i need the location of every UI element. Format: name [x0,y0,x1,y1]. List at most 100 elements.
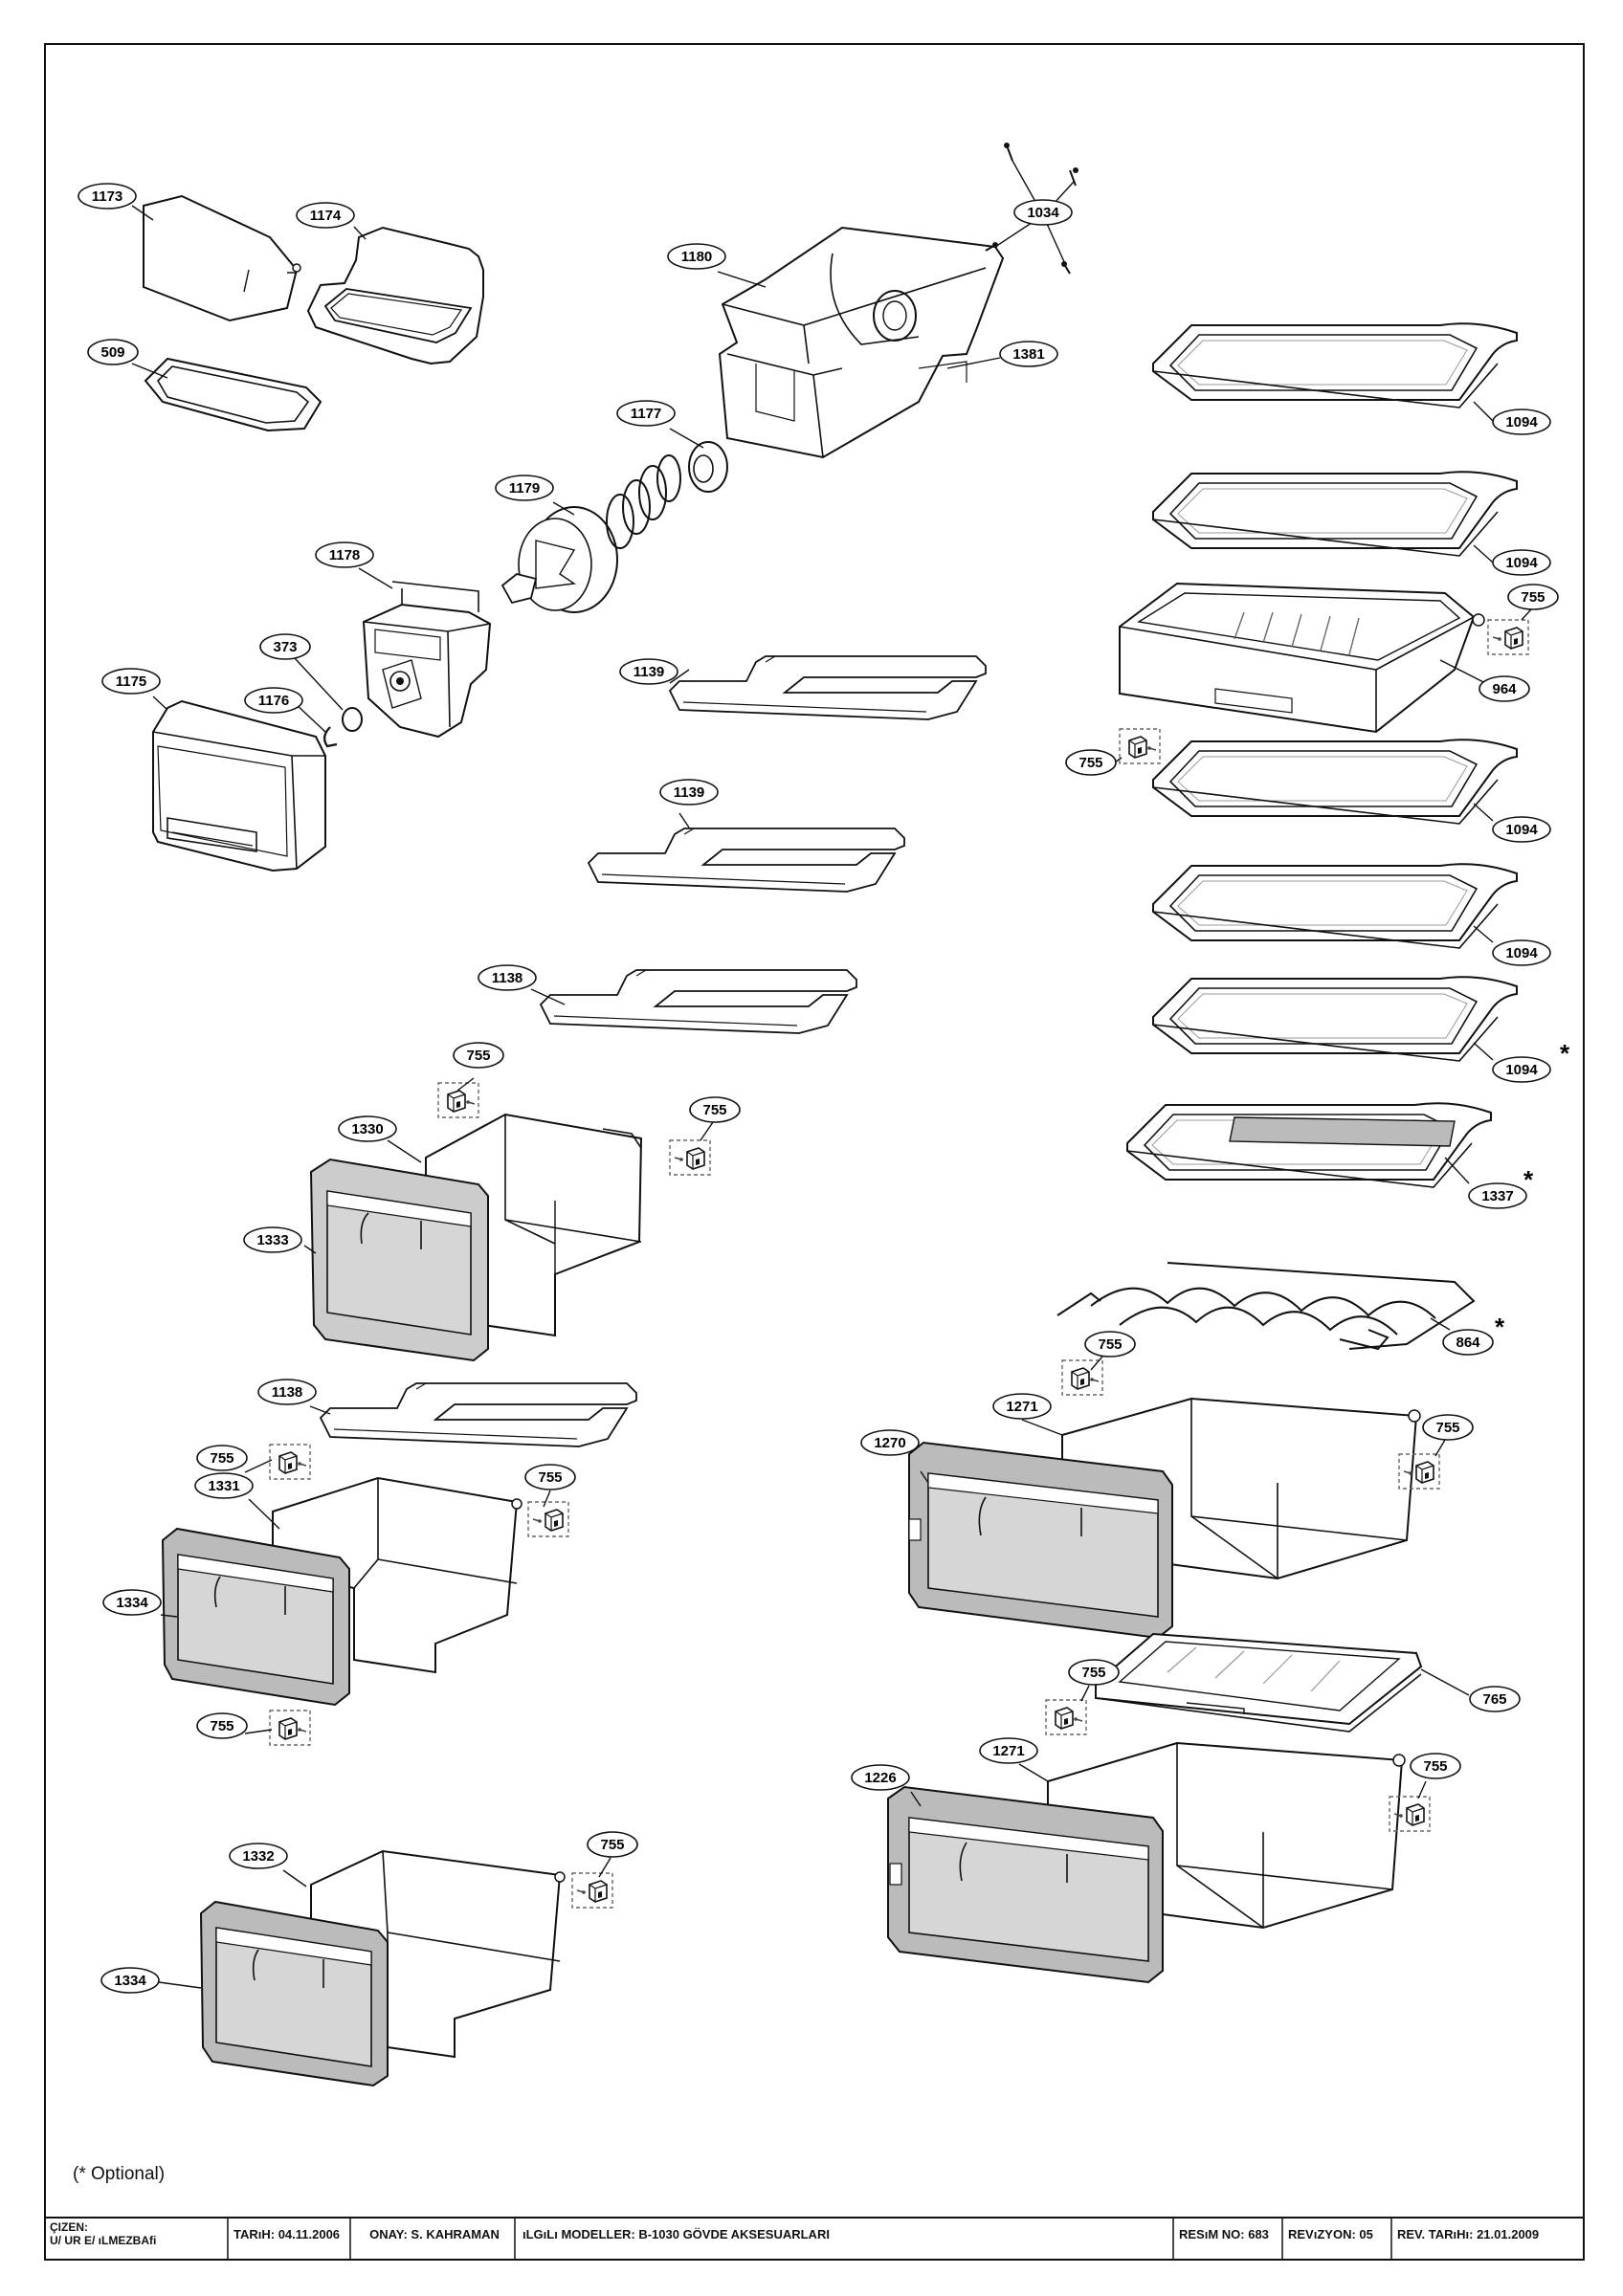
part-1094-glass-shelf-2 [1152,471,1518,557]
svg-text:1094: 1094 [1505,945,1538,961]
svg-text:1173: 1173 [92,188,123,205]
drawn-by-name: U/ UR E/ ıLMEZBAfi [50,2234,157,2247]
part-1138-door-shelf-lower [320,1382,637,1447]
drawn-by-label: ÇIZEN: [50,2220,88,2234]
title-block-approved: ONAY: S. KAHRAMAN [369,2226,500,2241]
callout-1094-c: 1094 [1492,816,1551,843]
callout-1270: 1270 [860,1429,920,1456]
part-1138-door-shelf-upper [540,969,857,1034]
callout-1138-lower: 1138 [257,1379,317,1405]
svg-text:1094: 1094 [1505,1062,1538,1078]
svg-text:755: 755 [1435,1420,1459,1436]
part-755-clip-k [1045,1699,1087,1735]
title-block-revision: REVıZYON: 05 [1288,2226,1373,2241]
callout-1180: 1180 [667,243,726,270]
svg-text:1094: 1094 [1505,822,1538,838]
callout-1178: 1178 [315,541,374,568]
svg-text:755: 755 [1098,1336,1122,1353]
callout-1175: 1175 [101,668,161,695]
part-1173-cover [143,194,301,322]
title-block-revision-date: REV. TARıHı: 21.01.2009 [1397,2226,1540,2241]
callout-1139-upper: 1139 [619,658,678,685]
svg-text:1138: 1138 [272,1384,303,1401]
svg-text:1180: 1180 [681,249,713,265]
title-block-drawn-by: ÇIZEN: U/ UR E/ ıLMEZBAfi [50,2218,224,2250]
svg-text:1332: 1332 [242,1848,274,1865]
part-755-clip-e [269,1710,311,1746]
part-509-gasket [144,357,322,432]
callout-1138-upper: 1138 [478,964,537,991]
callout-373: 373 [259,633,311,660]
callout-864: 864 * [1442,1313,1505,1356]
svg-text:755: 755 [1423,1758,1447,1775]
callout-755-i: 755 [1084,1331,1136,1358]
part-373-ring [342,707,363,732]
part-765-drawer-cover [1095,1632,1423,1733]
part-755-clip-a [437,1082,479,1118]
title-block-drawing-no: RESıM NO: 683 [1179,2226,1269,2241]
svg-text:755: 755 [466,1048,490,1064]
callout-1226: 1226 [851,1764,910,1791]
callout-755-e: 755 [196,1712,248,1739]
svg-text:1176: 1176 [258,693,290,709]
svg-text:755: 755 [702,1102,726,1118]
callout-1331: 1331 [194,1472,254,1499]
svg-text:1177: 1177 [631,406,662,422]
part-1334-bin-front-lower [199,1900,389,2087]
part-1178-housing [362,581,492,739]
svg-text:1333: 1333 [256,1232,288,1248]
svg-text:864: 864 [1456,1335,1480,1351]
svg-text:509: 509 [100,344,124,361]
part-1226-drawer-front [887,1785,1164,1984]
svg-text:1337: 1337 [1481,1188,1513,1204]
callout-1271-lower: 1271 [979,1737,1038,1764]
callout-964: 964 [1478,675,1530,702]
callout-1034: 1034 [1013,199,1073,226]
callout-755-d: 755 [524,1464,576,1490]
part-1333-bin-front [309,1158,489,1362]
part-1139-door-shelf-upper [669,655,987,720]
callout-1174: 1174 [296,202,355,229]
callout-1330: 1330 [338,1115,397,1142]
callout-1333: 1333 [243,1226,302,1253]
part-1270-drawer-front [908,1441,1173,1640]
svg-text:1270: 1270 [874,1435,905,1451]
svg-text:1271: 1271 [1006,1399,1037,1415]
svg-text:1139: 1139 [674,784,705,801]
callout-755-h: 755 [1065,749,1117,776]
callout-755-g: 755 [1507,584,1559,610]
callout-1334-upper: 1334 [102,1589,162,1616]
callout-1173: 1173 [78,183,137,210]
callout-1094-e: 1094 * [1492,1039,1570,1083]
svg-text:755: 755 [1081,1665,1105,1681]
callout-1337: 1337 * [1468,1165,1534,1209]
part-755-clip-d [527,1501,569,1537]
optional-asterisk: * [1523,1165,1534,1194]
callout-755-k: 755 [1068,1659,1120,1686]
callout-1332: 1332 [229,1843,288,1869]
optional-asterisk: * [1495,1313,1505,1341]
callout-1176: 1176 [244,687,303,714]
optional-asterisk: * [1560,1039,1570,1068]
svg-text:755: 755 [210,1718,233,1734]
callout-755-f: 755 [587,1831,638,1858]
part-1139-door-shelf-lower [588,828,905,893]
svg-text:1139: 1139 [634,664,665,680]
svg-text:1175: 1175 [116,673,147,690]
part-1177-spring-auger [606,441,728,549]
callout-755-a: 755 [453,1042,504,1069]
svg-text:1381: 1381 [1012,346,1044,363]
part-1094-glass-shelf-3 [1152,739,1518,825]
leader-lines [131,160,1532,1989]
part-755-clip-g [1487,619,1529,655]
callout-1179: 1179 [495,475,554,501]
svg-text:1334: 1334 [116,1595,148,1611]
drawing-frame [44,43,1585,2261]
svg-text:1094: 1094 [1505,555,1538,571]
part-1337-shelf-with-strip [1126,1102,1492,1188]
part-1175-dispenser-front [152,699,326,872]
svg-text:1271: 1271 [992,1743,1024,1759]
svg-text:1334: 1334 [114,1973,146,1989]
svg-text:964: 964 [1492,681,1517,697]
